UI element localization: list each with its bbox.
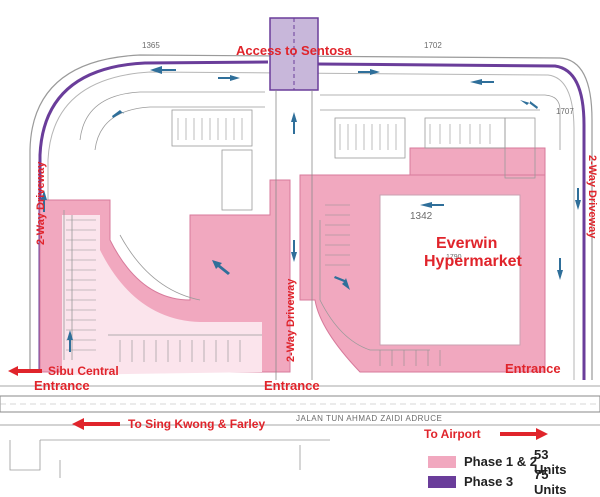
lot-1342: 1342 bbox=[410, 211, 433, 222]
legend-units-phase3: 75 Units bbox=[534, 466, 567, 497]
everwin-label: Everwin bbox=[436, 235, 498, 252]
airport-label: To Airport bbox=[424, 427, 481, 441]
lot-1707: 1707 bbox=[556, 107, 574, 116]
access-label: Access to Sentosa bbox=[236, 43, 352, 58]
lot-1365: 1365 bbox=[142, 41, 160, 50]
arrow-to-sing-kwong bbox=[72, 418, 120, 430]
inner-road-outline bbox=[47, 71, 575, 380]
legend-label-phase12: Phase 1 & 2 bbox=[464, 454, 537, 469]
hypermarket-label: Hypermarket bbox=[424, 253, 522, 270]
legend-units-phase12: 53 Units bbox=[534, 446, 567, 477]
sing-kwong-label: To Sing Kwong & Farley bbox=[128, 417, 266, 431]
phase12-upper-strip bbox=[409, 147, 546, 176]
entrance-right-label: Entrance bbox=[505, 361, 561, 376]
lot-1702: 1702 bbox=[424, 41, 442, 50]
hypermarket-area bbox=[379, 194, 521, 346]
legend-label-phase3: Phase 3 bbox=[464, 474, 514, 489]
entrance-left-label: Entrance bbox=[34, 378, 90, 393]
traffic-arrows bbox=[41, 66, 581, 352]
phase3-boundary-left bbox=[38, 60, 269, 372]
phase3-boundary-right bbox=[317, 62, 586, 380]
road-name: JALAN TUN AHMAD ZAIDI ADRUCE bbox=[296, 414, 443, 423]
legend-swatch-phase12 bbox=[428, 455, 456, 468]
legend-swatch-phase3 bbox=[428, 475, 456, 488]
building-outlines bbox=[63, 91, 561, 360]
arrow-to-sibu bbox=[8, 366, 42, 376]
sibu-central-label: Sibu Central bbox=[48, 364, 119, 378]
driveway-center-label: 2-Way Driveway bbox=[285, 278, 297, 362]
legend-phase12: Phase 1 & 2 53 Units bbox=[428, 447, 567, 477]
outer-road-outline bbox=[29, 54, 593, 380]
arrow-to-airport bbox=[500, 428, 548, 440]
lot-ticks bbox=[66, 118, 491, 366]
lower-left-drain bbox=[9, 440, 41, 471]
lot-1790: 1790 bbox=[446, 254, 462, 261]
driveway-left-label: 2-Way Driveway bbox=[35, 161, 47, 245]
driveway-right-label: 2-Way Driveway bbox=[586, 155, 598, 239]
legend-phase3: Phase 3 75 Units bbox=[428, 467, 567, 497]
direction-arrows bbox=[8, 366, 548, 440]
entrance-center-label: Entrance bbox=[264, 378, 320, 393]
